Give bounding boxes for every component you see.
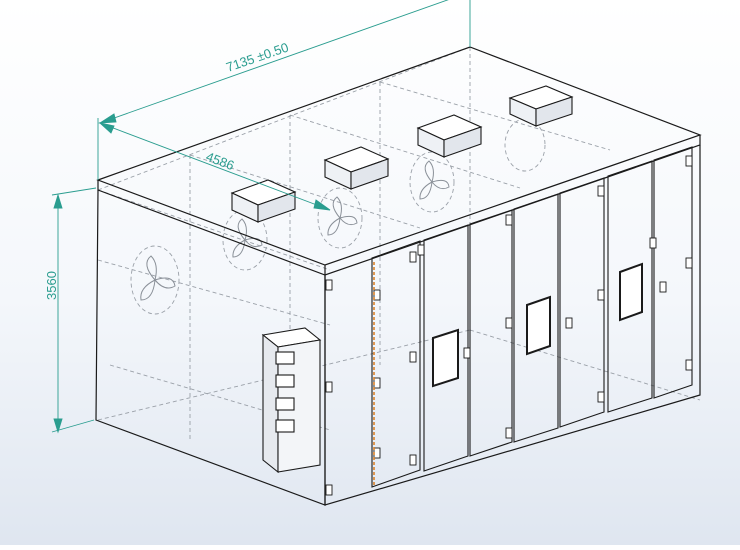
enclosure-outline — [95, 46, 702, 506]
fan-icon — [130, 245, 180, 315]
roof-unit — [230, 179, 297, 223]
panel-display — [275, 419, 295, 433]
fan-icon — [504, 118, 546, 172]
door-window — [432, 328, 459, 388]
panel-display — [275, 397, 295, 411]
door-window — [619, 262, 643, 322]
hidden-fans — [130, 118, 546, 315]
length-dimension-label: 7135 ±0.50 — [224, 40, 290, 75]
front-wall — [324, 145, 701, 506]
door-set-3 — [607, 146, 693, 413]
roof-unit — [323, 146, 390, 190]
door-set-1 — [371, 209, 513, 488]
fan-blades — [140, 160, 450, 301]
door-sets — [371, 146, 693, 488]
door-set-2 — [513, 177, 605, 443]
fan-icon — [317, 187, 363, 249]
panel-display — [275, 374, 295, 388]
door-window — [526, 295, 551, 356]
door-hardware — [325, 155, 693, 496]
panel-displays — [275, 351, 295, 433]
height-dimension-label: 3560 — [44, 271, 59, 300]
roof-unit — [508, 85, 574, 127]
dimensions — [51, 0, 471, 434]
width-dimension-label: 4586 — [204, 149, 236, 173]
panel-display — [275, 351, 295, 365]
roof-unit — [416, 114, 483, 158]
control-panel — [261, 327, 322, 474]
roof-units — [230, 85, 574, 223]
hidden-lines — [97, 46, 701, 440]
